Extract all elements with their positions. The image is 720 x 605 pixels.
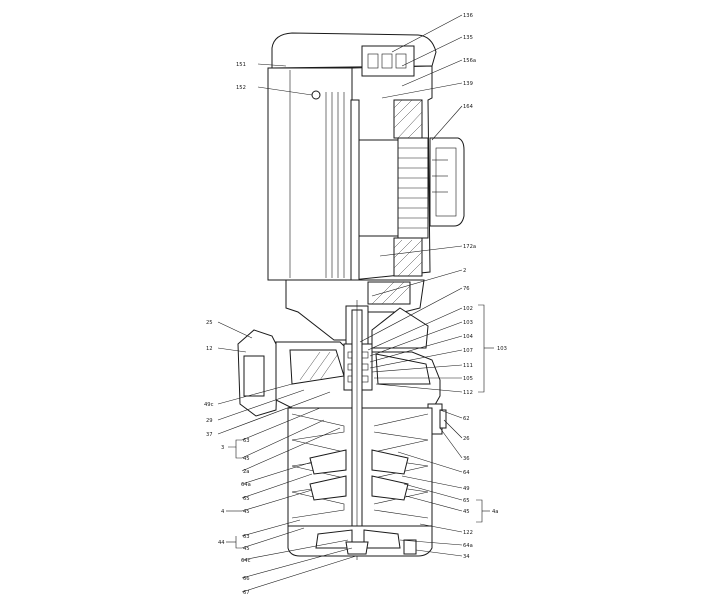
callout-45-a: 45 [243,456,250,462]
leader-lines [217,14,494,593]
callout-139: 139 [463,81,473,87]
chamber-stack [287,300,433,560]
callout-49: 49 [463,486,470,492]
callout-37: 37 [206,432,213,438]
callout-63-a: 63 [243,438,250,444]
callout-122: 122 [463,530,473,536]
group-label-4a: 4a [492,509,498,515]
callout-164: 164 [463,104,474,110]
callout-65-r: 65 [463,498,470,504]
callout-29: 29 [206,418,213,424]
callout-45-r: 45 [463,509,470,515]
callout-76: 76 [463,286,470,292]
callout-25: 25 [206,320,213,326]
callout-4: 4 [221,509,225,515]
callout-112: 112 [463,390,473,396]
callout-64c: 64c [241,558,251,564]
callout-65: 65 [243,496,250,502]
callout-103: 103 [463,320,473,326]
callout-107: 107 [463,348,473,354]
callout-labels: 136 135 156a 139 164 151 152 172a 2 76 1… [204,13,507,596]
pump-base [287,525,433,557]
callout-64a-r: 64a [463,543,473,549]
callout-156a: 156a [463,58,476,64]
callout-67: 67 [243,590,250,596]
motor-assembly [267,32,465,281]
callout-135: 135 [463,35,473,41]
callout-49c: 49c [204,402,214,408]
callout-64a: 64a [241,482,251,488]
callout-66: 66 [243,576,250,582]
callout-64: 64 [463,470,470,476]
callout-102: 102 [463,306,473,312]
callout-45-c: 45 [243,546,250,552]
callout-36: 36 [463,456,470,462]
callout-63-b: 63 [243,534,250,540]
callout-62: 62 [463,416,470,422]
callout-151: 151 [236,62,246,68]
callout-136: 136 [463,13,473,19]
callout-3: 3 [221,445,224,451]
callout-105: 105 [463,376,473,382]
callout-2: 2 [463,268,466,274]
callout-111: 111 [463,363,473,369]
group-label-103: 103 [497,346,507,352]
callout-152: 152 [236,85,246,91]
callout-34: 34 [463,554,470,560]
callout-45-b: 45 [243,509,250,515]
callout-104: 104 [463,334,474,340]
callout-12: 12 [206,346,213,352]
callout-44: 44 [218,540,225,546]
callout-2a: 2a [243,469,249,475]
callout-172a: 172a [463,244,476,250]
callout-26: 26 [463,436,470,442]
